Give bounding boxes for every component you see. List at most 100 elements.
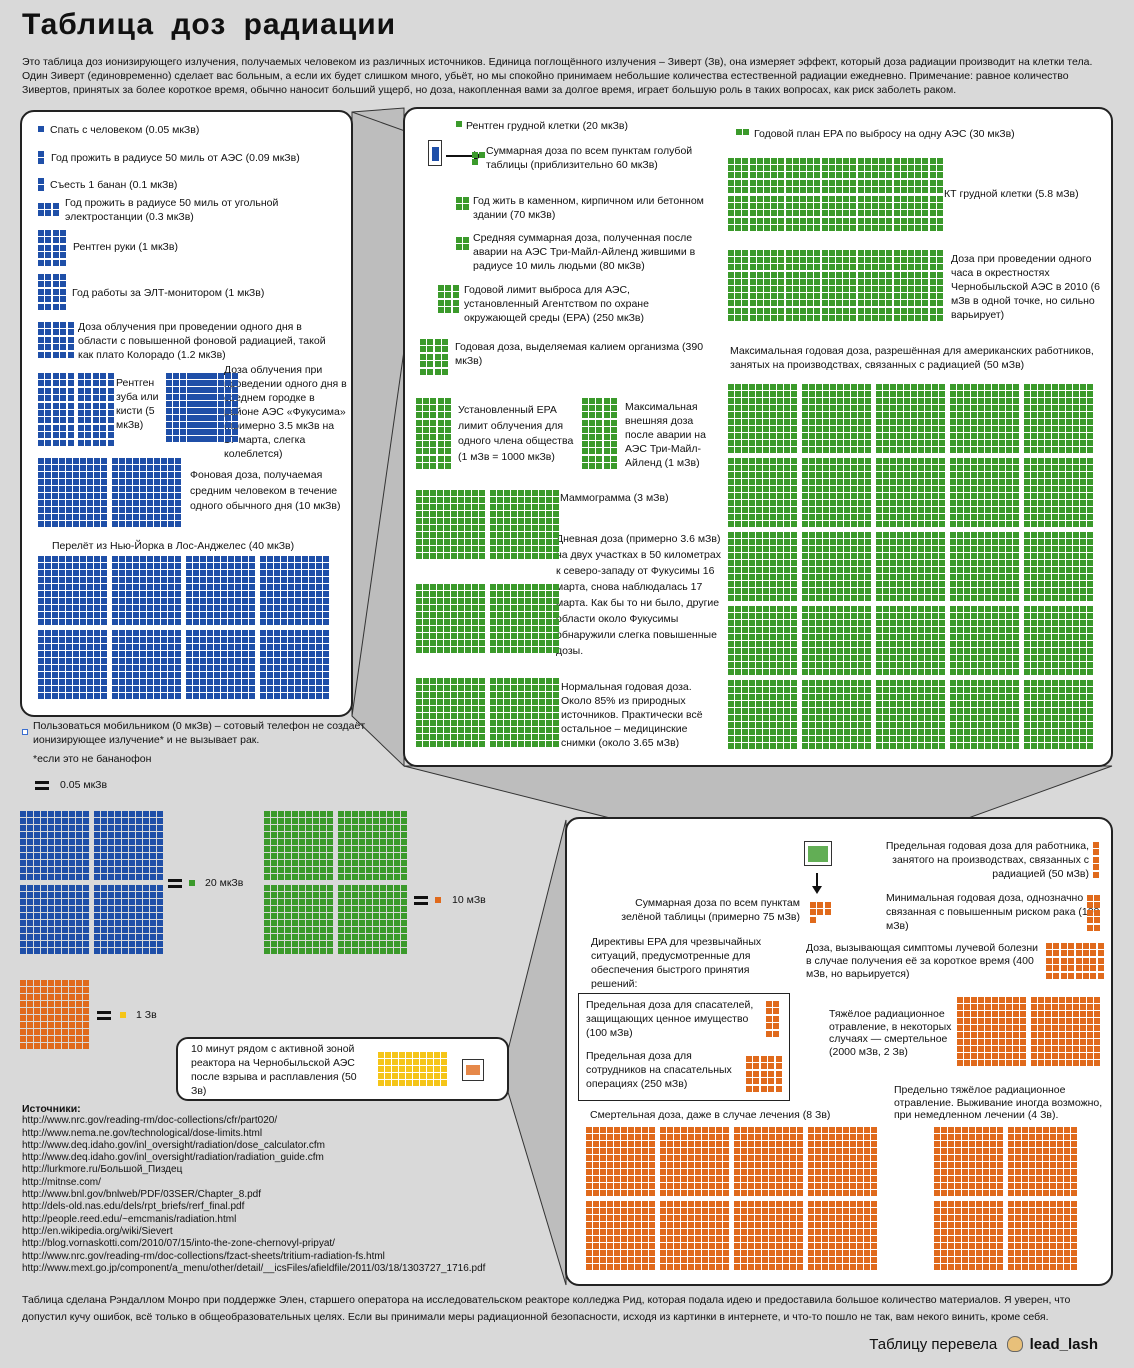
sq-us-worker <box>1052 669 1058 675</box>
sq-flight <box>112 577 118 583</box>
sq-flight <box>66 651 72 657</box>
sq-fukushima-town <box>225 394 231 400</box>
sq-flight <box>38 598 44 604</box>
sq-annual-normal <box>525 713 531 719</box>
sq-mammogram <box>479 518 485 524</box>
sq-us-worker <box>809 472 815 478</box>
sq-us-worker <box>876 574 882 580</box>
sq-us-worker <box>728 641 734 647</box>
sq-us-worker <box>1038 458 1044 464</box>
sq-fukushima-3-6 <box>437 584 443 590</box>
sq-us-worker <box>904 532 910 538</box>
sq-us-worker <box>1038 588 1044 594</box>
sq-us-worker <box>865 440 871 446</box>
sq-flight <box>207 651 213 657</box>
sq-us-worker <box>904 426 910 432</box>
sq-fukushima-3-6 <box>511 612 517 618</box>
sq-us-worker <box>1059 662 1065 668</box>
sq-chernobyl-hour <box>764 300 770 307</box>
sq-flight <box>52 591 58 597</box>
sq-daily-background <box>147 472 153 478</box>
sq-us-worker <box>756 606 762 612</box>
sq-annual-normal <box>518 713 524 719</box>
sq-tooth-xray <box>60 410 67 416</box>
sq-tmi-max <box>589 398 596 404</box>
sq-us-worker <box>809 613 815 619</box>
sq-annual-normal <box>532 734 538 740</box>
sq-ct-chest <box>908 217 914 224</box>
sq-us-worker <box>844 655 850 661</box>
sq-us-worker <box>816 398 822 404</box>
sq-fukushima-3-6 <box>539 598 545 604</box>
sq-us-worker <box>742 627 748 633</box>
blue-label-2: Год прожить в радиусе 50 миль от АЭС (0.… <box>51 152 300 164</box>
sq-flight <box>133 630 139 636</box>
sq-chernobyl-hour <box>857 286 864 292</box>
sq-daily-background <box>87 465 93 471</box>
sq-epa-npp-limit <box>452 285 459 291</box>
sq-us-worker <box>1024 613 1030 619</box>
sq-us-worker <box>911 514 917 520</box>
sq-us-worker <box>897 486 903 492</box>
sq-us-worker <box>992 539 998 545</box>
sq-us-worker <box>851 655 857 661</box>
sq-daily-background <box>133 514 139 520</box>
sq-chernobyl-hour <box>771 286 778 292</box>
sq-fukushima-3-6 <box>525 612 531 618</box>
sq-flight <box>94 658 100 664</box>
sq-flight <box>186 591 192 597</box>
sq-fukushima-3-6 <box>504 640 510 646</box>
sq-us-worker <box>1045 521 1051 527</box>
sq-flight <box>207 612 213 618</box>
sq-us-worker <box>939 553 945 559</box>
sq-us-worker <box>1080 486 1086 492</box>
sq-chernobyl-hour <box>771 300 778 307</box>
sq-flight <box>242 630 248 636</box>
sq-daily-background <box>168 493 174 499</box>
sq-us-worker <box>823 465 829 471</box>
sq-us-worker <box>932 405 938 411</box>
sq-us-worker <box>964 613 970 619</box>
sq-us-worker <box>1052 641 1058 647</box>
sq-flight <box>200 686 206 692</box>
sq-us-worker <box>957 581 963 587</box>
sq-us-worker <box>985 546 991 552</box>
sq-us-worker <box>770 433 776 439</box>
sq-us-worker <box>1006 391 1012 397</box>
sq-us-worker <box>791 472 797 478</box>
sq-chernobyl-hour <box>850 314 857 321</box>
sq-us-worker <box>1038 433 1044 439</box>
sq-us-worker <box>1052 500 1058 506</box>
sq-us-worker <box>844 613 850 619</box>
sq-blue-total <box>472 159 478 166</box>
sq-mammogram <box>472 539 478 545</box>
sq-us-worker <box>890 426 896 432</box>
sq-us-worker <box>971 634 977 640</box>
sq-flight <box>316 693 322 699</box>
sq-flight <box>119 584 125 590</box>
sq-us-worker <box>784 613 790 619</box>
sq-us-worker <box>985 595 991 601</box>
sq-us-worker <box>883 655 889 661</box>
sq-daily-background <box>66 507 72 513</box>
sq-annual-normal <box>465 685 471 691</box>
sq-us-worker <box>749 426 755 432</box>
sq-mammogram <box>416 546 422 552</box>
sq-us-worker <box>911 433 917 439</box>
sq-us-worker <box>911 479 917 485</box>
sq-flight <box>133 665 139 671</box>
sq-us-worker <box>770 701 776 707</box>
sq-flight <box>186 665 192 671</box>
sq-us-worker <box>851 500 857 506</box>
sq-annual-normal <box>518 699 524 705</box>
sq-flight <box>260 651 266 657</box>
sq-annual-normal <box>451 727 457 733</box>
sq-tmi-max <box>610 441 617 448</box>
sq-daily-background <box>161 465 167 471</box>
sq-us-worker <box>904 419 910 425</box>
sq-us-worker <box>999 486 1005 492</box>
sq-us-worker <box>918 433 924 439</box>
sq-us-worker <box>1087 655 1093 661</box>
sq-fukushima-3-6 <box>553 598 559 604</box>
sq-us-worker <box>911 701 917 707</box>
